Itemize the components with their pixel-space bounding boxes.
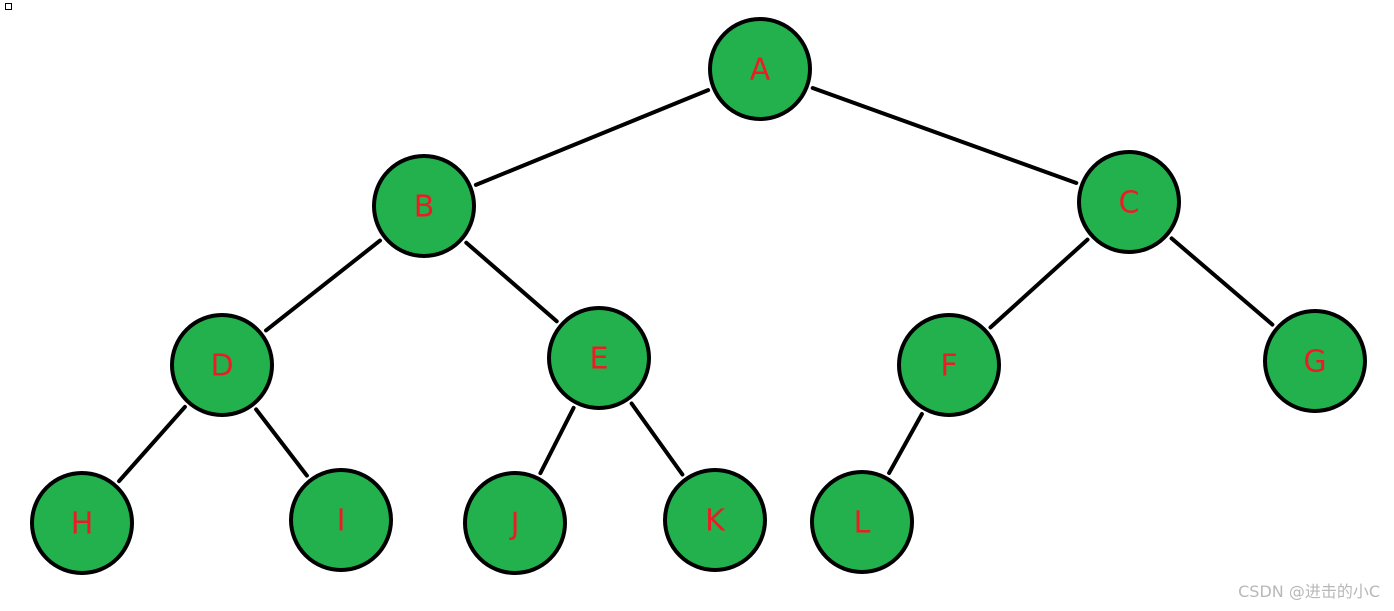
node-circle-e — [547, 306, 651, 410]
edge-b-d — [264, 238, 382, 333]
watermark: CSDN @进击的小C — [1238, 582, 1380, 601]
node-circle-j — [463, 471, 567, 575]
edge-f-l — [887, 412, 924, 475]
node-label-c: C — [1119, 186, 1140, 221]
node-circle-k — [663, 468, 767, 572]
node-circle-f — [897, 313, 1001, 417]
edge-e-j — [538, 405, 576, 476]
node-label-f: F — [940, 349, 957, 384]
node-i: I — [289, 468, 393, 572]
nodes-layer: A B C D E F G H I J K L — [30, 17, 1367, 575]
node-f: F — [897, 313, 1001, 417]
node-circle-l — [810, 470, 914, 574]
node-g: G — [1263, 309, 1367, 413]
node-label-i: I — [337, 504, 346, 539]
node-circle-a — [708, 17, 812, 121]
edge-d-i — [254, 407, 309, 478]
edge-e-k — [629, 401, 685, 477]
edge-b-e — [464, 240, 559, 324]
node-label-j: J — [509, 507, 520, 542]
node-h: H — [30, 471, 134, 575]
node-circle-b — [372, 154, 476, 258]
node-label-b: B — [414, 190, 435, 225]
node-c: C — [1077, 150, 1181, 254]
edges-layer — [117, 86, 1275, 484]
node-label-g: G — [1303, 345, 1326, 380]
node-k: K — [663, 468, 767, 572]
edge-a-c — [810, 86, 1079, 185]
node-circle-g — [1263, 309, 1367, 413]
node-label-d: D — [210, 349, 233, 384]
edge-c-f — [988, 237, 1090, 330]
node-label-k: K — [705, 504, 726, 539]
node-d: D — [170, 313, 274, 417]
node-circle-c — [1077, 150, 1181, 254]
node-label-a: A — [750, 53, 771, 88]
node-label-l: L — [854, 506, 871, 541]
node-circle-d — [170, 313, 274, 417]
node-j: J — [463, 471, 567, 575]
node-circle-i — [289, 468, 393, 572]
node-a: A — [708, 17, 812, 121]
node-circle-h — [30, 471, 134, 575]
corner-marker — [5, 3, 12, 10]
node-l: L — [810, 470, 914, 574]
edge-d-h — [117, 404, 187, 484]
node-b: B — [372, 154, 476, 258]
edge-a-b — [473, 88, 711, 187]
node-e: E — [547, 306, 651, 410]
node-label-e: E — [590, 342, 609, 377]
node-label-h: H — [71, 507, 94, 542]
edge-c-g — [1169, 236, 1275, 327]
